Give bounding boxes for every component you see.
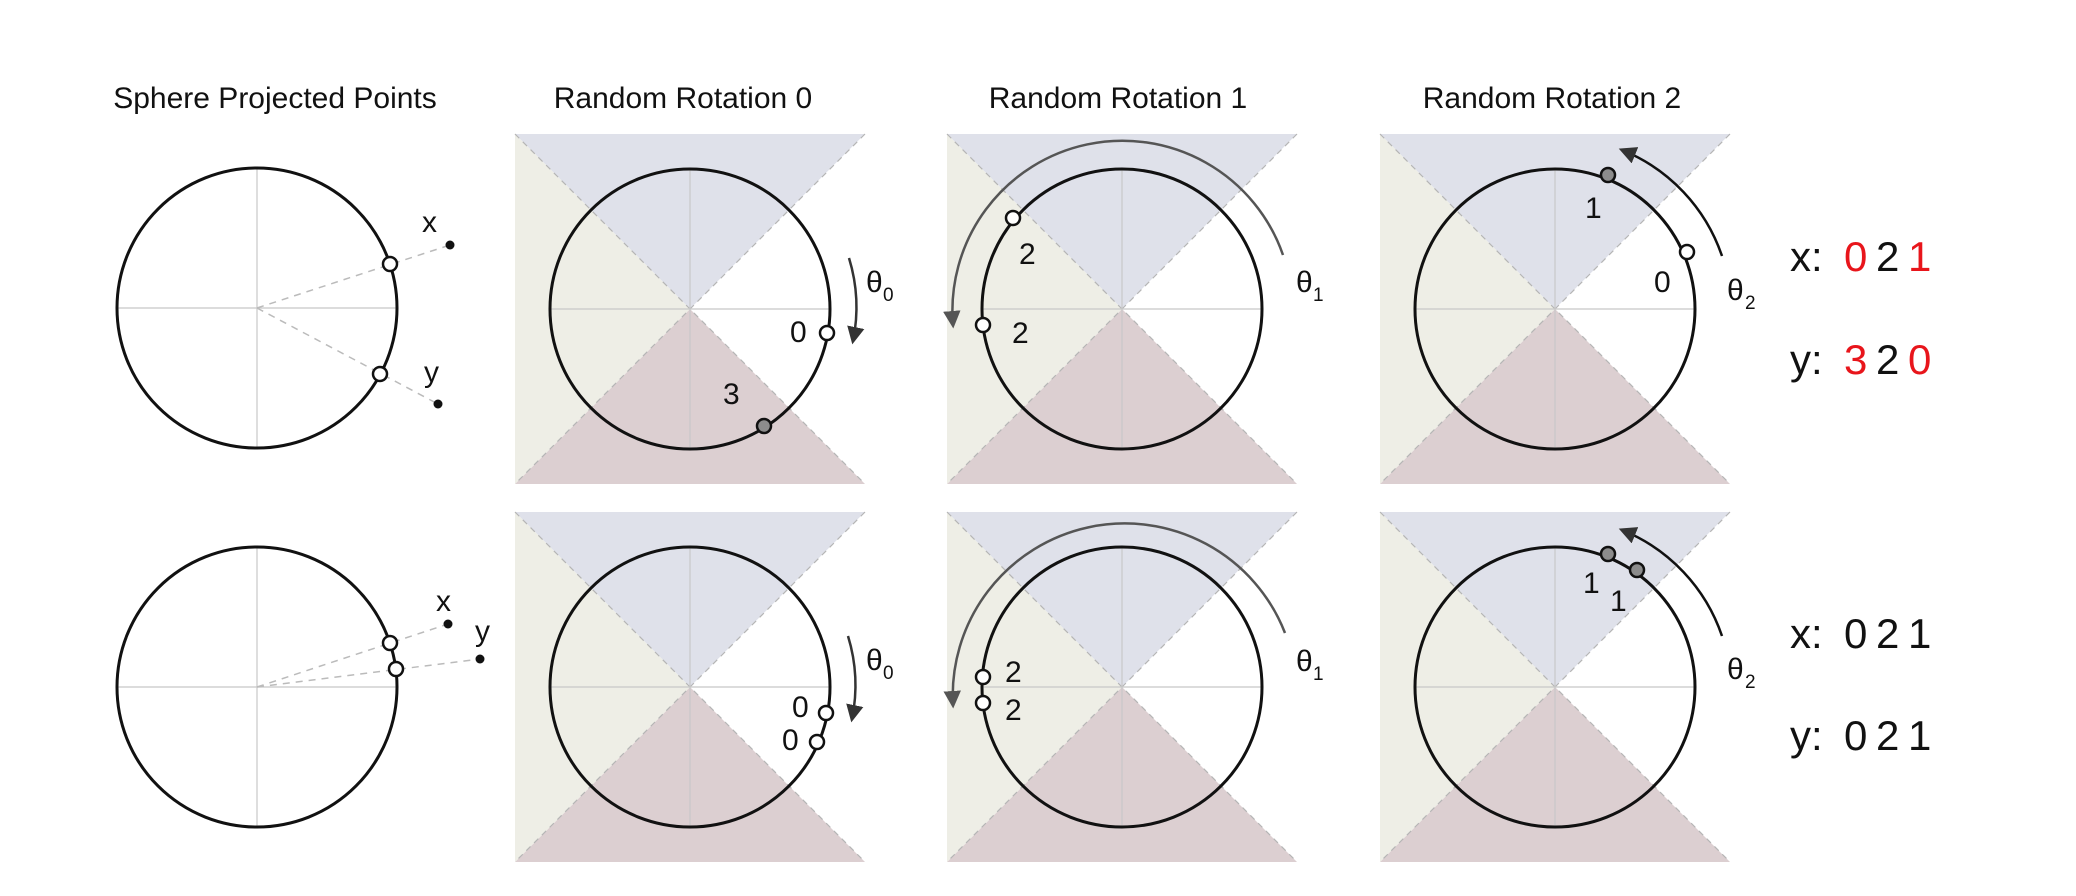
region-index-y: 0 (782, 724, 799, 757)
rotated-point-y (1628, 561, 1646, 579)
row-0: x y θ 0 0 3 (115, 133, 1931, 485)
theta-label: θ (1296, 266, 1313, 299)
rotation-0-panel-row-1: θ 0 0 0 (514, 511, 894, 863)
region-index-y: 0 (1654, 266, 1671, 299)
point-label-y: y (475, 615, 490, 648)
region-index-y: 3 (723, 378, 740, 411)
unit-circle (548, 545, 832, 829)
region-index-x: 2 (1019, 238, 1036, 271)
code-digit: 0 (1844, 233, 1867, 280)
region-index-y: 2 (1005, 694, 1022, 727)
rotation-arrow (1618, 527, 1724, 637)
rotated-point-y (808, 733, 826, 751)
code-digit: 0 (1844, 712, 1867, 759)
point-label-y: y (424, 356, 439, 389)
rotation-2-panel-row-1: θ 2 1 1 (1379, 511, 1756, 863)
rotated-point-x (1599, 545, 1617, 563)
input-panel-row-1: x y (115, 545, 490, 829)
theta-label: θ (1727, 653, 1744, 686)
raw-point-y (433, 399, 443, 409)
rotated-point-x (817, 704, 835, 722)
rotation-1-panel-row-1: θ 1 2 2 (943, 511, 1324, 863)
rotation-1-panel-row-0: θ 1 2 2 (943, 133, 1324, 485)
hash-codes-row-1: x: 0 2 1 y: 0 2 1 (1790, 610, 1931, 759)
projection-ray-x (256, 623, 449, 688)
rotated-point-y (974, 316, 992, 334)
rotated-point-y (974, 694, 992, 712)
unit-circle (980, 167, 1264, 451)
rotation-arrow (943, 139, 1285, 329)
unit-circle (115, 166, 399, 450)
rotation-0-panel-row-0: θ 0 0 3 (514, 133, 894, 485)
code-digit: 3 (1844, 336, 1867, 383)
projection-ray-x (256, 244, 451, 309)
region-index-x: 0 (790, 316, 807, 349)
projection-ray-y (256, 658, 481, 688)
column-title-rotation-2: Random Rotation 2 (1423, 82, 1682, 115)
raw-point-y (475, 654, 485, 664)
input-panel-row-0: x y (115, 166, 455, 450)
rotated-point-x (818, 324, 836, 342)
code-digit: 1 (1908, 610, 1931, 657)
code-digit: 0 (1908, 336, 1931, 383)
code-digit: 2 (1876, 336, 1899, 383)
region-index-y: 1 (1610, 585, 1627, 618)
rotated-point-y (755, 417, 773, 435)
code-label-x: x: (1790, 233, 1823, 280)
code-label-y: y: (1790, 336, 1823, 383)
rotated-point-x (1599, 166, 1617, 184)
code-digit: 1 (1908, 233, 1931, 280)
row-1: x y θ 0 0 0 (115, 511, 1931, 863)
rotated-point-y (1678, 243, 1696, 261)
raw-point-x (443, 619, 453, 629)
code-digit: 0 (1844, 610, 1867, 657)
region-index-x: 2 (1005, 656, 1022, 689)
region-index-x: 1 (1585, 192, 1602, 225)
code-digit: 2 (1876, 233, 1899, 280)
region-index-x: 0 (792, 691, 809, 724)
projected-point-x (381, 255, 399, 273)
column-title-rotation-1: Random Rotation 1 (989, 82, 1248, 115)
projected-point-y (387, 660, 405, 678)
point-label-x: x (436, 585, 451, 618)
theta-label: θ (1727, 274, 1744, 307)
rotation-2-panel-row-0: θ 2 1 0 (1379, 133, 1756, 485)
rotation-arrow (943, 522, 1287, 709)
projected-point-y (371, 365, 389, 383)
theta-label: θ (866, 266, 883, 299)
point-label-x: x (422, 206, 437, 239)
unit-circle (980, 545, 1264, 829)
unit-circle (1413, 167, 1697, 451)
rotation-arrow (1618, 147, 1724, 257)
code-digit: 2 (1876, 610, 1899, 657)
theta-label: θ (866, 644, 883, 677)
unit-circle (548, 167, 832, 451)
rotation-arrow (847, 257, 865, 345)
theta-subscript: 2 (1745, 293, 1756, 314)
unit-circle (1413, 545, 1697, 829)
theta-subscript: 1 (1313, 285, 1324, 306)
rotated-point-x (974, 668, 992, 686)
theta-subscript: 1 (1313, 664, 1324, 685)
unit-circle (115, 545, 399, 829)
theta-label: θ (1296, 645, 1313, 678)
projection-ray-y (256, 307, 439, 405)
code-digit: 1 (1908, 712, 1931, 759)
code-label-y: y: (1790, 712, 1823, 759)
rotated-point-x (1004, 209, 1022, 227)
raw-point-x (445, 240, 455, 250)
region-index-x: 1 (1583, 567, 1600, 600)
code-digit: 2 (1876, 712, 1899, 759)
column-title-rotation-0: Random Rotation 0 (554, 82, 813, 115)
code-label-x: x: (1790, 610, 1823, 657)
projected-point-x (381, 634, 399, 652)
theta-subscript: 0 (883, 285, 894, 306)
column-title-input: Sphere Projected Points (113, 82, 437, 115)
region-index-y: 2 (1012, 317, 1029, 350)
hash-codes-row-0: x: 0 2 1 y: 3 2 0 (1790, 233, 1931, 383)
theta-subscript: 2 (1745, 672, 1756, 693)
theta-subscript: 0 (883, 663, 894, 684)
rotation-arrow (846, 635, 864, 723)
